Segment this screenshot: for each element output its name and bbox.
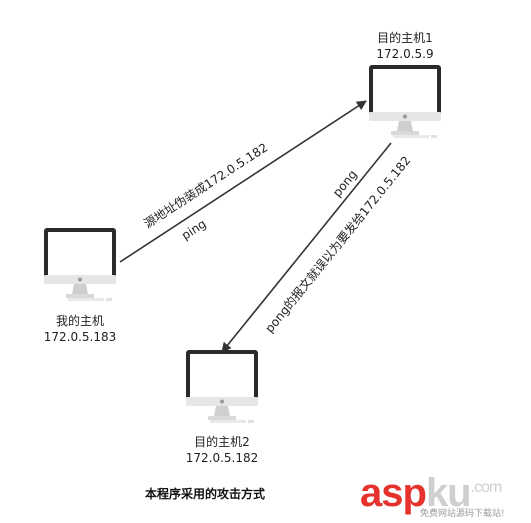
my-host-name: 我的主机 bbox=[55, 314, 104, 328]
target-host-2-label: 目的主机2 172.0.5.182 bbox=[172, 434, 272, 466]
target-host-1-computer-icon bbox=[369, 65, 441, 138]
watermark-logo: aspku.com bbox=[360, 468, 503, 515]
my-host-label: 我的主机 172.0.5.183 bbox=[30, 313, 130, 345]
target-host-2-name: 目的主机2 bbox=[194, 435, 250, 449]
target-host-1-name: 目的主机1 bbox=[377, 31, 433, 45]
ping-spoof-label: 源地址伪装成172.0.5.182 bbox=[141, 140, 270, 230]
target-host-1-label: 目的主机1 172.0.5.9 bbox=[355, 30, 455, 62]
target-host-2-ip: 172.0.5.182 bbox=[185, 451, 259, 465]
ping-arrow bbox=[119, 100, 367, 263]
watermark-slogan: 免费网站源码下载站! bbox=[420, 509, 505, 519]
site-watermark: aspku.com 免费网站源码下载站! bbox=[360, 468, 528, 519]
my-host-ip: 172.0.5.183 bbox=[43, 330, 117, 344]
diagram-caption: 本程序采用的攻击方式 bbox=[144, 487, 265, 501]
my-host-computer-icon bbox=[44, 228, 116, 301]
watermark-com: .com bbox=[470, 479, 503, 496]
watermark-ku: ku bbox=[425, 471, 472, 515]
pong-arrow bbox=[221, 142, 392, 353]
target-host-1-ip: 172.0.5.9 bbox=[376, 47, 434, 61]
target-host-2-computer-icon bbox=[186, 350, 258, 423]
watermark-asp: asp bbox=[360, 471, 427, 515]
pong-type-label: pong bbox=[330, 167, 360, 199]
